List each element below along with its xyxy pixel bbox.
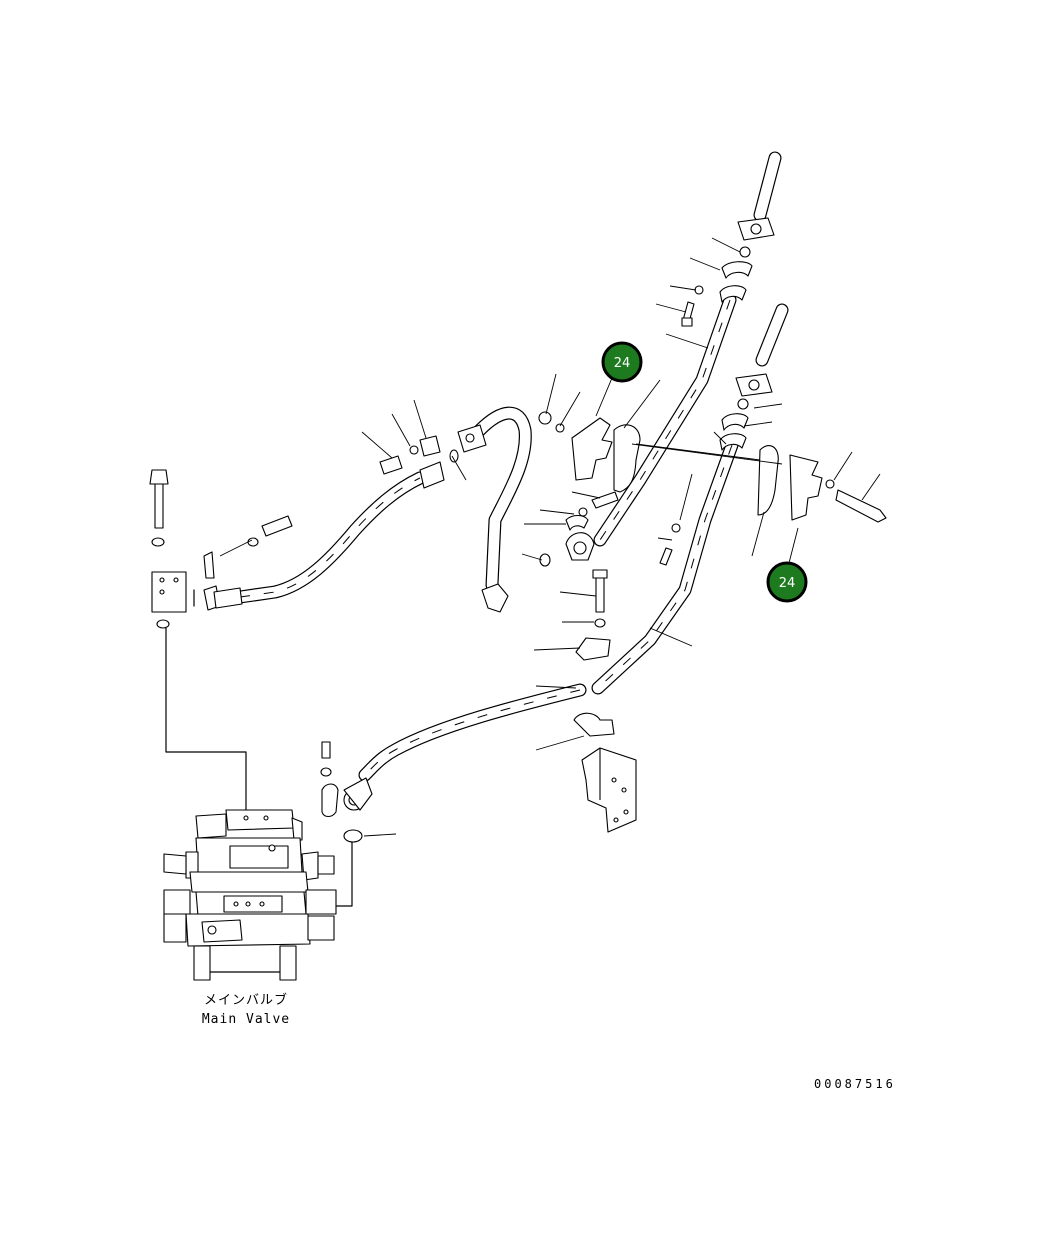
leader-lines [219, 237, 881, 837]
hose-end-mid [565, 491, 619, 561]
hose-second-right [591, 303, 789, 695]
hose-end-lower [321, 777, 373, 843]
tube-flange-bottom [481, 553, 551, 613]
hose-lower-long [358, 683, 587, 782]
callout-circle [766, 561, 808, 603]
bolt-stack-lower [320, 741, 332, 777]
hose-upper-right [593, 151, 782, 547]
split-flange-top [694, 261, 753, 303]
mounting-bracket [581, 747, 637, 833]
left-fittings [203, 515, 293, 611]
lower-clamp-stack [573, 569, 615, 737]
flange-second-right [735, 373, 773, 410]
callout-circle [601, 341, 643, 383]
hose-left [233, 471, 427, 604]
clamp-left-pair [538, 411, 641, 493]
clamp-right-pair [757, 445, 887, 523]
left-hose-fittings [379, 435, 445, 489]
bolt-mid [659, 547, 673, 566]
callout-24-top[interactable]: 24 [595, 341, 643, 417]
bolt-top [681, 301, 695, 327]
connection-lines [165, 627, 353, 907]
callout-24-bottom[interactable]: 24 [766, 527, 808, 603]
drawing-code: 00087516 [814, 1077, 896, 1091]
flange-top-right [737, 217, 775, 258]
main-valve-label-en: Main Valve [202, 1012, 290, 1027]
callout-number: 24 [779, 576, 796, 591]
left-block [149, 469, 195, 629]
tube-flange-top [449, 424, 487, 463]
main-valve [163, 809, 337, 981]
tube-bent [473, 406, 532, 592]
main-valve-label-jp: メインバルブ [204, 992, 288, 1008]
callout-number: 24 [614, 356, 631, 371]
split-flange-second [671, 413, 749, 533]
